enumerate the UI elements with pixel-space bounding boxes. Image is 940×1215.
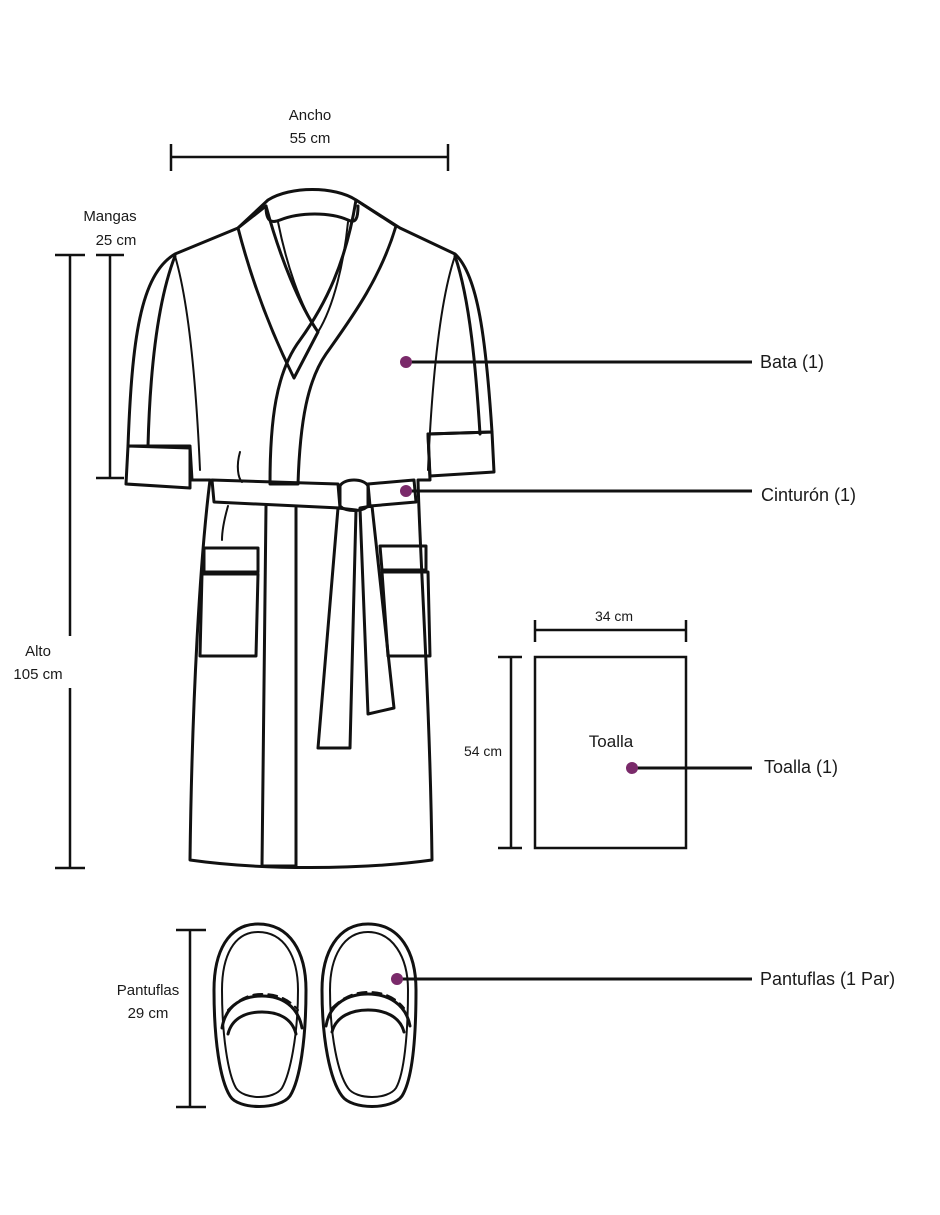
towel-marker <box>626 762 638 774</box>
slippers-dimension: Pantuflas 29 cm <box>117 928 206 1109</box>
towel-height-value: 54 cm <box>464 743 502 759</box>
callout-slippers: Pantuflas (1 Par) <box>391 969 895 989</box>
belt-marker <box>400 485 412 497</box>
height-value: 105 cm <box>13 666 62 683</box>
width-value: 55 cm <box>290 130 331 147</box>
sleeves-label: Mangas <box>83 208 136 225</box>
slippers-label: Pantuflas <box>117 982 180 999</box>
towel-inner-label: Toalla <box>589 732 634 751</box>
robe-illustration <box>124 188 496 869</box>
sleeves-value: 25 cm <box>96 232 137 249</box>
callout-robe-label: Bata (1) <box>760 352 824 372</box>
callout-belt-label: Cinturón (1) <box>761 485 856 505</box>
callout-towel: Toalla (1) <box>626 757 838 777</box>
callout-slippers-label: Pantuflas (1 Par) <box>760 969 895 989</box>
width-dimension: Ancho 55 cm <box>169 107 450 171</box>
towel-illustration: 34 cm 54 cm Toalla <box>464 608 688 850</box>
callout-towel-label: Toalla (1) <box>764 757 838 777</box>
callout-belt: Cinturón (1) <box>400 485 856 505</box>
slippers-marker <box>391 973 403 985</box>
towel-width-value: 34 cm <box>595 608 633 624</box>
height-dimension: Alto 105 cm <box>8 253 85 870</box>
width-label: Ancho <box>289 107 332 124</box>
callout-robe: Bata (1) <box>400 352 824 372</box>
slippers-illustration <box>212 922 418 1108</box>
height-label: Alto <box>25 643 51 660</box>
sleeves-dimension: Mangas 25 cm <box>83 208 137 480</box>
robe-marker <box>400 356 412 368</box>
slippers-value: 29 cm <box>128 1005 169 1022</box>
